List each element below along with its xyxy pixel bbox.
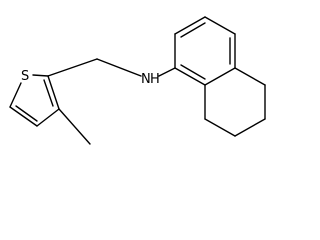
- bond-c5-c4: [9, 106, 38, 127]
- bond-n-c1: [158, 67, 176, 77]
- bond-s-c5: [9, 82, 22, 108]
- molecule-structure: S N H: [9, 16, 266, 145]
- bond-c3-c2: [47, 75, 60, 110]
- nitrogen-label: N: [141, 72, 151, 87]
- bond-c7-c8: [204, 118, 236, 137]
- bond-c2-c3: [174, 16, 206, 35]
- nitrogen-hydrogen-label: H: [150, 72, 160, 87]
- bond-c5-c4-double: [15, 105, 38, 122]
- bond-methyl: [58, 108, 91, 145]
- bond-ch2-n: [96, 58, 142, 77]
- bond-c4-c3: [36, 108, 60, 127]
- bond-c2-c3-double: [180, 22, 206, 38]
- bond-c4a-c5: [234, 67, 266, 86]
- bond-c8a-c1: [174, 67, 206, 86]
- benzene-ring: [174, 16, 236, 86]
- cyclohexane-ring: [204, 67, 266, 137]
- bond-c3-c4: [204, 16, 236, 35]
- bond-c8a-c1-double: [180, 64, 206, 80]
- sulfur-label: S: [21, 69, 29, 84]
- bond-c4a-c8a: [204, 67, 236, 86]
- bond-c2-ch2: [47, 58, 98, 77]
- bond-c6-c7: [234, 118, 266, 137]
- bond-c3-c2-double: [43, 79, 54, 107]
- thiophene-ring: [9, 74, 60, 127]
- bond-c2-s: [32, 74, 49, 77]
